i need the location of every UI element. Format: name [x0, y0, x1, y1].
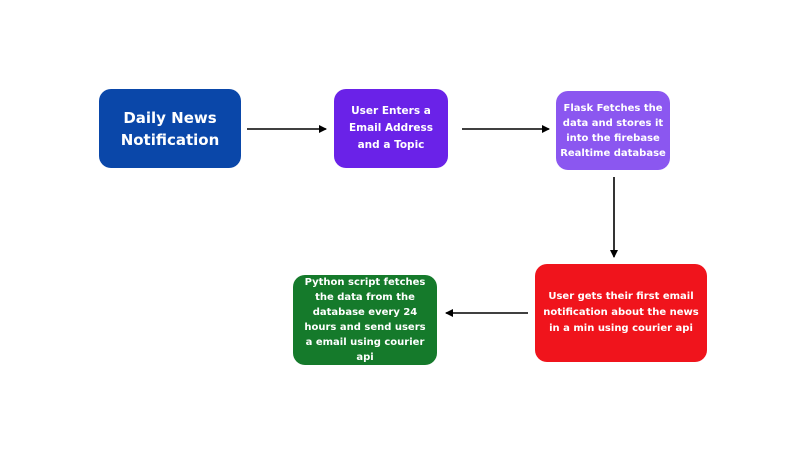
- node-flask-fetches-data: Flask Fetches the data and stores it int…: [556, 91, 670, 170]
- node-label: Flask Fetches the data and stores it int…: [560, 102, 666, 159]
- node-daily-news-notification: Daily News Notification: [99, 89, 241, 168]
- node-user-gets-first-email: User gets their first email notification…: [535, 264, 707, 362]
- node-user-enters-email-topic: User Enters a Email Address and a Topic: [334, 89, 448, 168]
- node-label: User gets their first email notification…: [543, 291, 699, 334]
- node-label: User Enters a Email Address and a Topic: [348, 105, 433, 151]
- node-label: Daily News Notification: [120, 108, 220, 149]
- node-python-script-fetches: Python script fetches the data from the …: [293, 275, 437, 365]
- node-label: Python script fetches the data from the …: [304, 277, 426, 363]
